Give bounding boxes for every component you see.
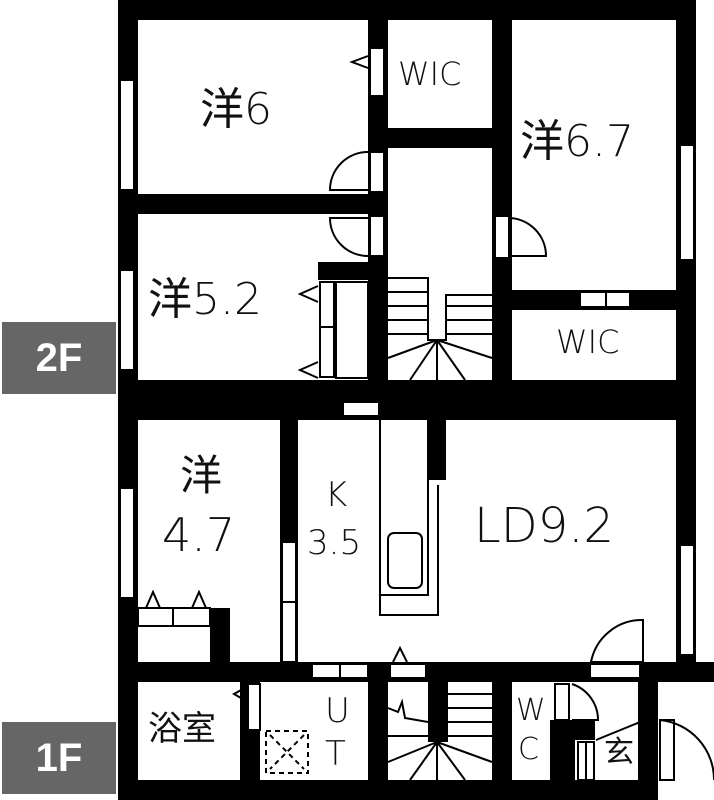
room-label-kitchen: K [325,475,348,515]
floor-tag-1f: 1F [2,722,116,794]
room-label-kitchen-size: 3.5 [307,523,362,563]
room-label-entrance: 玄 [604,735,634,770]
floor-tag-2f: 2F [2,322,116,394]
room-label-western-6-7: 洋6.7 [520,116,634,167]
room-label-western-5-2: 洋5.2 [148,274,262,325]
room-label-utility-u: U [325,691,350,731]
room-label-wic-lower: WIC [556,323,620,361]
room-label-bathroom: 浴室 [148,709,216,749]
room-label-utility-t: T [325,734,346,774]
room-label-western-4-7-kanji: 洋 [180,451,223,500]
room-label-living-dining: LD9.2 [474,498,615,554]
room-label-toilet-w: W [516,693,546,728]
room-label-western-6: 洋6 [200,84,272,135]
room-label-wic-upper: WIC [398,55,462,93]
room-label-toilet-c: C [518,732,539,767]
room-label-western-4-7-size: 4.7 [162,508,236,562]
